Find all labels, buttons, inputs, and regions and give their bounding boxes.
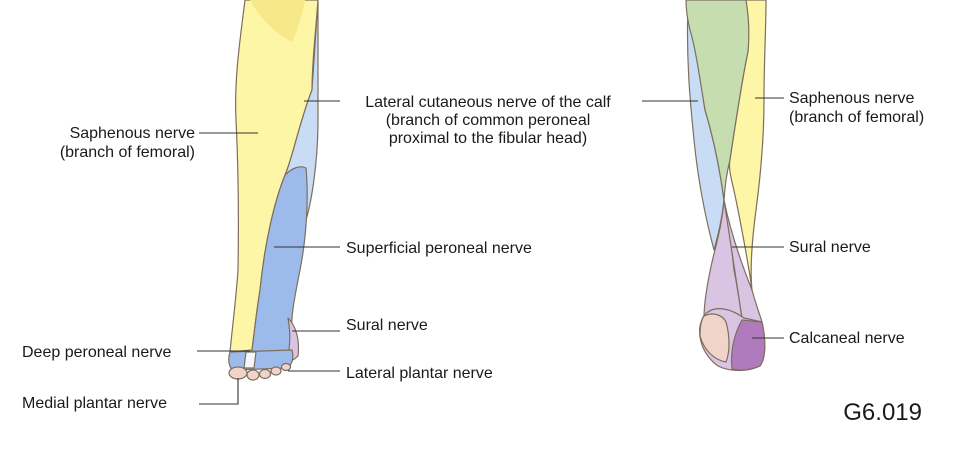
posterior-leader-lines	[642, 97, 784, 339]
label-lateral-cutaneous-3: proximal to the fibular head)	[389, 130, 587, 147]
great-toe	[228, 366, 248, 380]
posterior-labels: Saphenous nerve (branch of femoral) Sura…	[789, 90, 924, 347]
label-superficial-peroneal: Superficial peroneal nerve	[346, 240, 532, 257]
leader-medial-plantar	[199, 378, 239, 405]
figure-id: G6.019	[843, 399, 922, 426]
label-calcaneal: Calcaneal nerve	[789, 330, 905, 347]
anterior-toes	[228, 362, 292, 381]
posterior-leg-view	[685, 0, 767, 372]
posterior-calcaneal-region	[730, 319, 766, 371]
label-lateral-cutaneous-2: (branch of common peroneal	[386, 112, 591, 129]
anterior-deep-peroneal-region	[243, 351, 257, 369]
anterior-leader-lines	[197, 100, 340, 405]
fourth-toe	[270, 366, 282, 376]
posterior-heel-pad	[699, 313, 730, 363]
label-saphenous-left-2: (branch of femoral)	[60, 144, 195, 161]
third-toe	[258, 368, 272, 380]
posterior-sural-band	[723, 199, 763, 323]
label-deep-peroneal: Deep peroneal nerve	[22, 344, 172, 361]
label-lateral-cutaneous-1: Lateral cutaneous nerve of the calf	[365, 94, 611, 111]
anterior-leg-view	[228, 0, 319, 381]
anterior-labels: Saphenous nerve (branch of femoral) Late…	[22, 94, 611, 412]
second-toe	[246, 369, 260, 381]
anterior-knee-region	[250, 0, 305, 42]
label-medial-plantar: Medial plantar nerve	[22, 395, 167, 412]
label-saphenous-right-1: Saphenous nerve	[789, 90, 915, 107]
label-sural-right: Sural nerve	[789, 239, 871, 256]
label-sural-left: Sural nerve	[346, 317, 428, 334]
label-lateral-plantar: Lateral plantar nerve	[346, 365, 493, 382]
label-saphenous-left-1: Saphenous nerve	[70, 125, 196, 142]
label-saphenous-right-2: (branch of femoral)	[789, 109, 924, 126]
posterior-saphenous-region	[728, 0, 767, 291]
fifth-toe	[280, 362, 292, 372]
